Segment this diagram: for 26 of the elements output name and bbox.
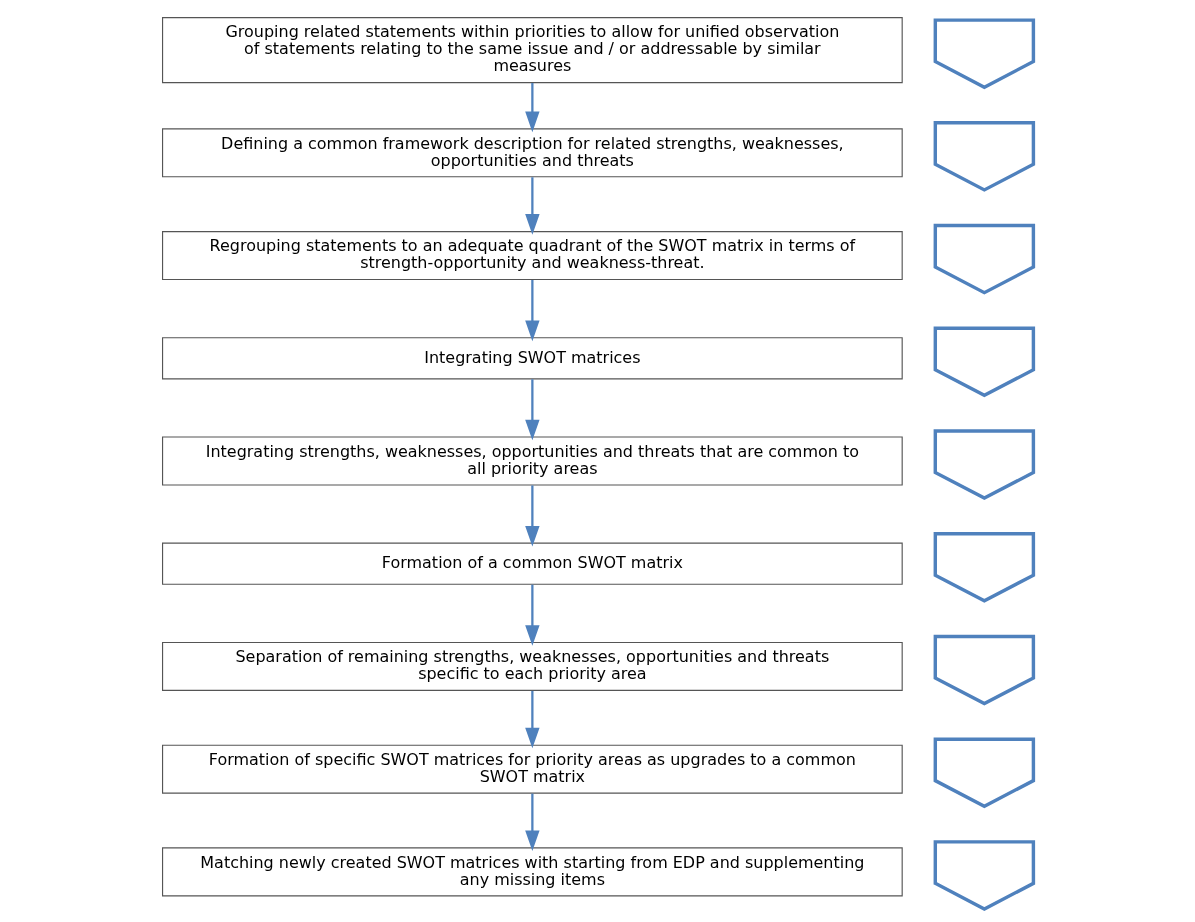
- arrow: [524, 584, 540, 646]
- node-box: Integrating SWOT matrices: [161, 337, 903, 380]
- arrow: [524, 485, 540, 547]
- node-chevron: [933, 634, 1035, 706]
- arrow: [524, 379, 540, 441]
- arrow: [524, 280, 540, 342]
- node-box: Separation of remaining strengths, weaknesses, opportunities and threats specific to each priority area: [161, 641, 903, 691]
- arrow: [524, 177, 540, 235]
- arrow: [524, 793, 540, 852]
- node-box: Regrouping statements to an adequate quadrant of the SWOT matrix in terms of strength-opportunity and weakness-threat.: [161, 231, 903, 281]
- node-chevron: [933, 737, 1035, 809]
- node-box: Grouping related statements within priorities to allow for unified observation of statements relating to the same issue and / or addressable by similar measures: [161, 17, 903, 84]
- node-chevron: [933, 223, 1035, 295]
- arrow: [524, 690, 540, 749]
- node-box: Matching newly created SWOT matrices with starting from EDP and supplementing any missing items: [161, 847, 903, 897]
- node-chevron: [933, 429, 1035, 500]
- arrow: [524, 83, 540, 133]
- node-chevron: [933, 326, 1035, 398]
- node-box: Defining a common framework description for related strengths, weaknesses, opportunities and threats: [161, 128, 903, 178]
- node-chevron: [933, 18, 1035, 90]
- node-chevron: [933, 532, 1035, 603]
- node-box: Formation of a common SWOT matrix: [161, 542, 903, 585]
- node-box: Formation of specific SWOT matrices for priority areas as upgrades to a common SWOT matrix: [161, 744, 903, 794]
- node-chevron: [933, 121, 1035, 192]
- node-chevron: [933, 840, 1035, 911]
- node-box: Integrating strengths, weaknesses, opportunities and threats that are common to all priority areas: [161, 436, 903, 486]
